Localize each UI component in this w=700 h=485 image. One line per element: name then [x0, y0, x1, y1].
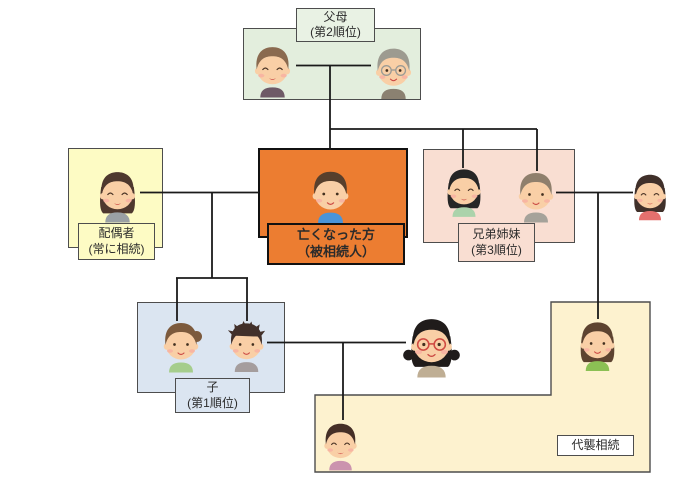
spouse-avatar	[99, 172, 136, 223]
deceased-label-line1: 亡くなった方	[296, 227, 375, 243]
child-right-avatar	[227, 320, 266, 372]
children-label-line2: (第1順位)	[187, 395, 238, 410]
spouse-label-line1: 配偶者	[98, 226, 135, 241]
parent-left-avatar	[254, 47, 291, 98]
siblings-label: 兄弟姉妹 (第3順位)	[458, 223, 535, 262]
sibling-left-avatar	[447, 169, 481, 217]
children-label-line1: 子	[206, 380, 219, 395]
parents-label-line2: (第2順位)	[310, 25, 361, 39]
substitute-inheritance-area	[314, 301, 651, 473]
children-label: 子 (第1順位)	[175, 378, 250, 413]
substitute-inheritance-label-text: 代襲相続	[571, 437, 620, 452]
deceased-avatar	[312, 171, 349, 223]
parent-right-avatar	[375, 48, 412, 99]
child-left-avatar	[163, 323, 202, 373]
spouse-label: 配偶者 (常に相続)	[78, 223, 155, 260]
girl-bob-avatar	[580, 322, 615, 371]
woman-far-right-avatar	[634, 174, 666, 221]
parents-label-line1: 父母	[323, 9, 348, 24]
parents-label: 父母 (第2順位)	[296, 8, 375, 42]
sibling-right-avatar	[518, 173, 554, 223]
substitute-inheritance-label: 代襲相続	[557, 435, 634, 456]
siblings-label-line2: (第3順位)	[471, 242, 522, 257]
deceased-label-line2: （被相続人）	[296, 244, 375, 259]
siblings-label-line1: 兄弟姉妹	[472, 227, 521, 242]
woman-glasses-avatar	[403, 319, 460, 378]
boy-bottom-avatar	[324, 423, 357, 471]
deceased-label: 亡くなった方 （被相続人）	[267, 223, 405, 265]
spouse-label-line2: (常に相続)	[88, 241, 145, 256]
